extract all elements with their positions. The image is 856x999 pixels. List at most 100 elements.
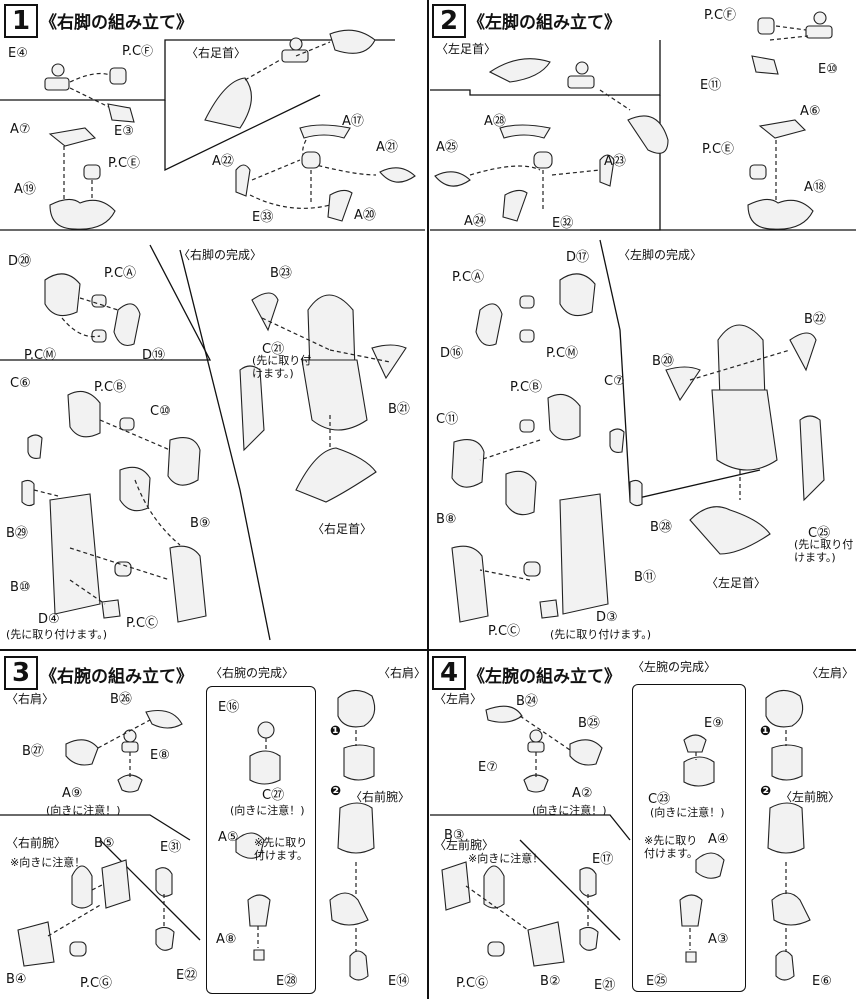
label-b8: B⑧ xyxy=(436,512,457,527)
label-pc-a: P.CⒶ xyxy=(452,270,485,285)
note-c27-orientation: (向きに注意！) xyxy=(230,804,305,817)
label-e8: E⑧ xyxy=(150,748,170,763)
label-a6: A⑥ xyxy=(800,104,821,119)
label-left-ankle: 〈左足首〉 xyxy=(436,42,497,56)
label-e25: E㉕ xyxy=(646,974,668,989)
label-right-ankle-2: 〈右足首〉 xyxy=(312,522,373,536)
label-e10: E⑩ xyxy=(818,62,838,77)
label-pc-e: P.CⒺ xyxy=(702,142,735,157)
label-e21: E㉑ xyxy=(594,978,616,993)
right-arm-inner-box xyxy=(206,686,316,994)
label-c27: C㉗ xyxy=(262,788,285,803)
label-b23: B㉓ xyxy=(270,266,292,281)
label-a21: A㉑ xyxy=(376,140,398,155)
step-number: 2 xyxy=(432,4,466,38)
label-left-shoulder-2: 〈左肩〉 xyxy=(434,692,483,706)
label-d20: D⑳ xyxy=(8,254,32,269)
label-a24: A㉔ xyxy=(464,214,486,229)
label-a20: A⑳ xyxy=(354,208,376,223)
label-pc-f: P.CⒻ xyxy=(704,8,737,23)
label-a5: A⑤ xyxy=(218,830,239,845)
label-a8: A⑧ xyxy=(216,932,237,947)
label-c23: C㉓ xyxy=(648,792,671,807)
label-b22: B㉒ xyxy=(804,312,826,327)
label-b3: B③ xyxy=(444,828,465,843)
label-a17: A⑰ xyxy=(342,114,364,129)
label-right-forearm: 〈右前腕〉 xyxy=(6,836,67,850)
label-e32: E㉜ xyxy=(552,216,574,231)
note-d3-attach-first: (先に取り付けます。) xyxy=(550,628,651,641)
left-arm-inner-box xyxy=(632,684,746,992)
label-e6: E⑥ xyxy=(812,974,832,989)
label-c7: C⑦ xyxy=(604,374,625,389)
note-c21-attach-first: (先に取り付けます。) xyxy=(252,354,312,380)
note-b3-orientation: ※向きに注意！ xyxy=(468,852,544,865)
label-e16: E⑯ xyxy=(218,700,240,715)
label-left-forearm: 〈左前腕〉 xyxy=(434,838,495,852)
note-a9-orientation: (向きに注意！) xyxy=(46,804,121,817)
step-title: 《右脚の組み立て》 xyxy=(40,13,193,33)
label-e33: E㉝ xyxy=(252,210,274,225)
label-left-leg-complete: 〈左脚の完成〉 xyxy=(618,248,703,262)
label-right-shoulder-2: 〈右肩〉 xyxy=(6,692,55,706)
label-d19: D⑲ xyxy=(142,348,166,363)
step-title: 《左腕の組み立て》 xyxy=(468,667,621,687)
label-left-forearm-2: 〈左前腕〉 xyxy=(780,790,841,804)
label-e7: E⑦ xyxy=(478,760,498,775)
label-a3: A③ xyxy=(708,932,729,947)
label-d17: D⑰ xyxy=(566,250,590,265)
label-a4: A④ xyxy=(708,832,729,847)
label-pc-b: P.CⒷ xyxy=(510,380,543,395)
step-number: 3 xyxy=(4,656,38,690)
step-title: 《左脚の組み立て》 xyxy=(468,13,621,33)
label-pc-e: P.CⒺ xyxy=(108,156,141,171)
label-e28: E㉘ xyxy=(276,974,298,989)
step-order-2: ❷ xyxy=(330,784,342,799)
label-e14: E⑭ xyxy=(388,974,410,989)
step-order-1: ❶ xyxy=(760,724,772,739)
note-c23-orientation: (向きに注意！) xyxy=(650,806,725,819)
label-b5: B⑤ xyxy=(94,836,115,851)
label-b11: B⑪ xyxy=(634,570,656,585)
label-b26: B㉖ xyxy=(110,692,132,707)
label-d4: D④ xyxy=(38,612,60,627)
label-d3: D③ xyxy=(596,610,618,625)
label-e31: E㉛ xyxy=(160,840,182,855)
label-c21: C㉑ xyxy=(262,342,285,357)
label-b2: B② xyxy=(540,974,561,989)
note-a2-orientation: (向きに注意！) xyxy=(532,804,607,817)
note-a4-attach-first: ※先に取り付けます。 xyxy=(644,834,698,860)
label-a28: A㉘ xyxy=(484,114,506,129)
label-b28: B㉘ xyxy=(650,520,672,535)
label-pc-c: P.CⒸ xyxy=(488,624,521,639)
label-a22: A㉒ xyxy=(212,154,234,169)
label-a19: A⑲ xyxy=(14,182,36,197)
label-pc-c: P.CⒸ xyxy=(126,616,159,631)
label-left-ankle-2: 〈左足首〉 xyxy=(706,576,767,590)
label-c11: C⑪ xyxy=(436,412,459,427)
label-d16: D⑯ xyxy=(440,346,464,361)
step-1-part-drawings xyxy=(21,29,416,623)
label-pc-m: P.CⓂ xyxy=(24,348,57,363)
step-2-part-drawings xyxy=(434,11,833,623)
label-right-leg-complete: 〈右脚の完成〉 xyxy=(178,248,263,262)
label-right-shoulder: 〈右肩〉 xyxy=(378,666,427,680)
label-e9: E⑨ xyxy=(704,716,724,731)
label-b10: B⑩ xyxy=(10,580,31,595)
label-a2: A② xyxy=(572,786,593,801)
note-b5-orientation: ※向きに注意！ xyxy=(10,856,86,869)
label-left-shoulder: 〈左肩〉 xyxy=(806,666,855,680)
label-right-forearm-2: 〈右前腕〉 xyxy=(350,790,411,804)
label-pc-b: P.CⒷ xyxy=(94,380,127,395)
step-number: 1 xyxy=(4,4,38,38)
step-order-1: ❶ xyxy=(330,724,342,739)
note-d4-attach-first: (先に取り付けます。) xyxy=(6,628,107,641)
label-right-ankle: 〈右足首〉 xyxy=(186,46,247,60)
label-a9: A⑨ xyxy=(62,786,83,801)
step-3-part-drawings xyxy=(17,689,376,981)
label-e11: E⑪ xyxy=(700,78,722,93)
label-a23: A㉓ xyxy=(604,154,626,169)
label-c25: C㉕ xyxy=(808,526,831,541)
